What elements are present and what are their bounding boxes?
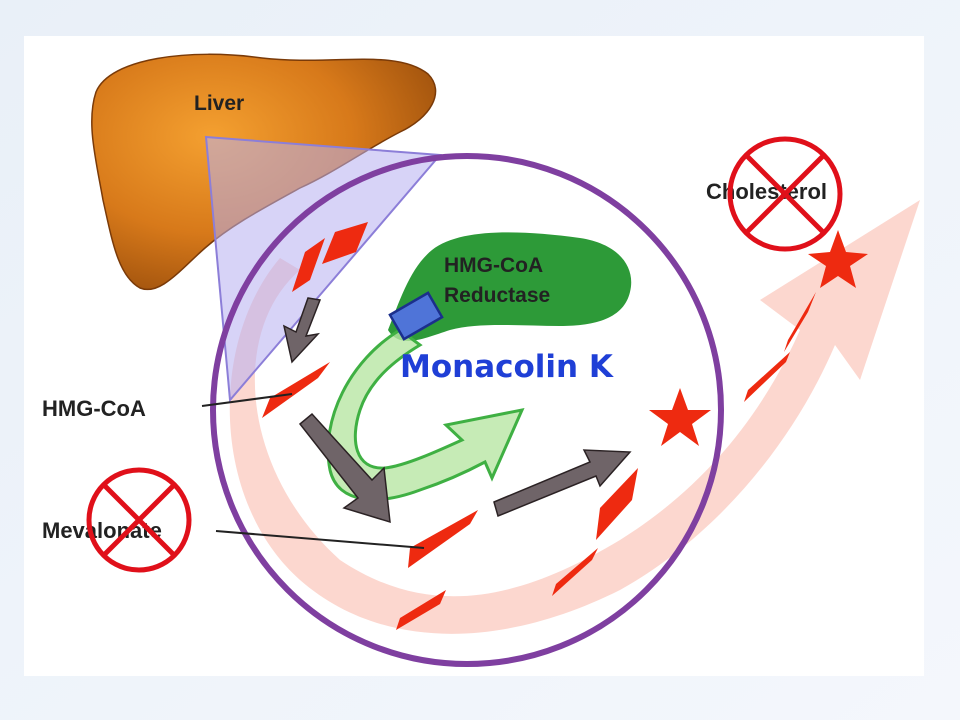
molecule-shape <box>408 510 478 568</box>
enzyme-blob <box>388 232 632 341</box>
step-arrow <box>282 297 322 364</box>
molecule-shape <box>322 222 368 264</box>
mevalonate-leader-line <box>215 530 425 549</box>
star-shape <box>649 388 711 446</box>
zoom-wedge <box>204 135 443 403</box>
cell-circle <box>210 153 724 667</box>
step-arrows <box>282 297 632 524</box>
blocked-cross-icon <box>86 467 192 573</box>
hmg-coa-label: HMG-CoA <box>42 396 146 421</box>
molecule-shape <box>744 352 790 402</box>
molecule-shape <box>784 292 816 352</box>
pathway-band <box>229 200 920 634</box>
molecule-shape <box>396 590 446 630</box>
cholesterol-label: Cholesterol <box>706 179 827 204</box>
molecule-shape <box>552 548 598 596</box>
star-shape <box>808 230 868 288</box>
step-arrow <box>493 449 632 518</box>
inhibitor-box <box>388 291 444 341</box>
step-arrow <box>298 412 391 524</box>
inhibitor-label: Monacolin K <box>400 349 614 385</box>
molecule-shape <box>596 468 638 540</box>
molecule-shape <box>292 238 325 292</box>
enzyme-label-line2: Reductase <box>444 284 550 307</box>
enzyme-label-line1: HMG-CoA <box>444 254 543 277</box>
liver-label: Liver <box>194 92 244 115</box>
blocked-cross-icon <box>727 136 843 252</box>
molecule-shape <box>262 362 330 418</box>
hmg-coa-leader-line <box>201 393 293 407</box>
molecule-group <box>262 222 816 630</box>
